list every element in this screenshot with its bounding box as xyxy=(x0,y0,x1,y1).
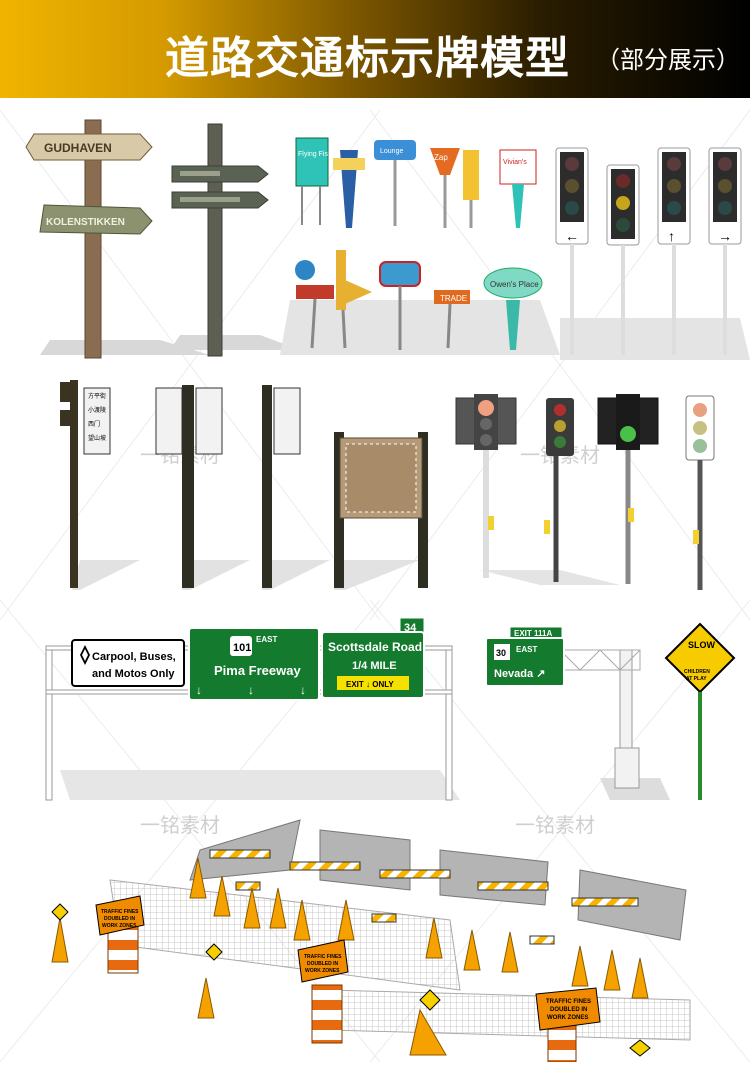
fines-sign-text: WORK ZONES xyxy=(305,968,340,974)
route-shield-101: 101 xyxy=(233,642,251,654)
sign-lounge: Lounge xyxy=(380,148,403,155)
directory-label: 望山坡 xyxy=(88,434,106,442)
exit-only-panel: EXIT ↓ ONLY xyxy=(346,680,394,689)
wooden-signpost: GUDHAVEN KOLENSTIKKEN xyxy=(25,119,210,359)
fines-sign-text: WORK ZONES xyxy=(547,1015,588,1021)
svg-text:←: ← xyxy=(565,228,579,244)
traffic-fines-sign: TRAFFIC FINES DOUBLED IN WORK ZONES xyxy=(297,939,349,983)
route-direction: EAST xyxy=(256,635,277,644)
school-sign-bottom1: CHILDREN xyxy=(684,669,710,675)
arrow-traffic-lights: ← ↑ → xyxy=(555,147,750,360)
overhead-gantry-left: Carpool, Buses, and Motos Only 101 EAST … xyxy=(45,617,460,801)
fines-sign-text: TRAFFIC FINES xyxy=(546,999,591,1005)
work-zone-scene: TRAFFIC FINES DOUBLED IN WORK ZONES TRAF… xyxy=(51,819,691,1063)
fines-sign-text: DOUBLED IN xyxy=(550,1007,587,1013)
overhead-gantry-right: EXIT 111A 30 EAST Nevada ↗ xyxy=(485,626,670,800)
dark-signpost xyxy=(170,123,300,357)
pedestrian-traffic-lights xyxy=(455,394,715,590)
showcase-canvas: 一铭素材 一铭素材 一铭素材 一铭素材 GUDHAVEN KOLENSTIKKE… xyxy=(0,109,750,1063)
sign-flying-fish: Flying Fish xyxy=(298,151,332,158)
svg-text:↓: ↓ xyxy=(196,683,202,697)
carpool-sign-line2: and Motos Only xyxy=(92,668,175,680)
svg-text:↑: ↑ xyxy=(668,228,675,244)
retro-signs: Flying Fish Lounge Zap Vivian's TRADE Ow… xyxy=(280,137,560,355)
destination-name: Nevada ↗ xyxy=(494,668,545,680)
traffic-fines-sign: TRAFFIC FINES DOUBLED IN WORK ZONES xyxy=(95,895,145,936)
sign-vivians: Vivian's xyxy=(503,159,527,166)
traffic-fines-sign: TRAFFIC FINES DOUBLED IN WORK ZONES xyxy=(535,987,601,1031)
directory-label: 小渡陵 xyxy=(88,406,106,414)
signpost-text-bottom: KOLENSTIKKEN xyxy=(46,217,125,228)
school-sign-top: SLOW xyxy=(688,640,716,650)
road-name: Scottsdale Road xyxy=(328,640,422,654)
route-direction: EAST xyxy=(516,645,537,654)
svg-text:↓: ↓ xyxy=(248,683,254,697)
fines-sign-text: DOUBLED IN xyxy=(104,916,136,922)
svg-text:→: → xyxy=(718,228,732,244)
page-subtitle: （部分展示） xyxy=(596,46,740,74)
fines-sign-text: TRAFFIC FINES xyxy=(304,954,342,960)
svg-text:↓: ↓ xyxy=(300,683,306,697)
model-showcase: 一铭素材 一铭素材 一铭素材 一铭素材 GUDHAVEN KOLENSTIKKE… xyxy=(0,98,750,1063)
directory-label: 方平街 xyxy=(88,392,106,400)
fines-sign-text: TRAFFIC FINES xyxy=(101,909,139,915)
exit-distance: 1/4 MILE xyxy=(352,660,397,672)
sign-owens-place: Owen's Place xyxy=(490,280,539,289)
header-banner: 道路交通标示牌模型 （部分展示） xyxy=(0,0,750,98)
page-title: 道路交通标示牌模型 xyxy=(165,33,570,84)
sign-zap: Zap xyxy=(434,153,448,162)
fines-sign-text: DOUBLED IN xyxy=(307,961,339,967)
exit-label-tab: EXIT 111A xyxy=(514,629,552,638)
carpool-sign-line1: Carpool, Buses, xyxy=(92,651,176,663)
watermark-text: 一铭素材 xyxy=(140,814,220,837)
signpost-text-top: GUDHAVEN xyxy=(44,141,112,155)
school-sign-bottom2: AT PLAY xyxy=(686,676,707,682)
fines-sign-text: WORK ZONES xyxy=(102,923,137,929)
sign-trade: TRADE xyxy=(440,294,467,303)
directory-label: 西门 xyxy=(88,420,100,428)
route-shield-30: 30 xyxy=(496,648,506,658)
freeway-name: Pima Freeway xyxy=(214,663,301,678)
directory-signposts: 方平街 小渡陵 西门 望山坡 xyxy=(60,380,428,590)
watermark-text: 一铭素材 xyxy=(515,814,595,837)
school-zone-sign: SLOW CHILDREN AT PLAY xyxy=(664,622,736,800)
